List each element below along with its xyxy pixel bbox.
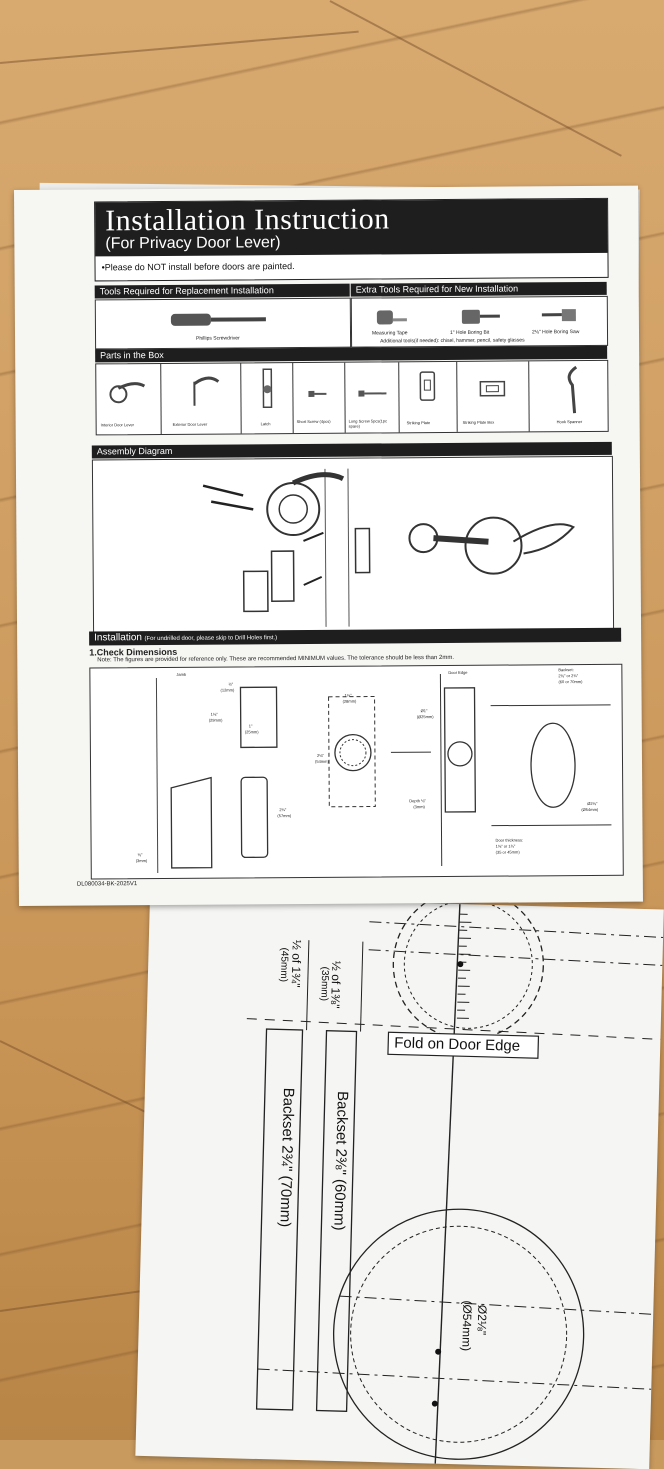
half-1-3-8-label: ½ of 1⅜" [328,961,343,1009]
half-1-3-4-mm-label: (45mm) [278,947,290,982]
part-label: Striking Plate [407,420,431,425]
dim-label: (Ø54mm) [581,807,598,812]
interior-lever-icon [106,376,146,406]
backset-70mm-label: Backset 2¾" (70mm) [276,1087,297,1227]
long-screw-icon [358,388,388,398]
door-thickness-value: 1⅜" or 1¾" [496,844,516,849]
dim-label: Ø2⅛" [587,801,597,806]
dimensions-drawing [90,665,622,879]
dim-label: 1⅛" [345,693,352,698]
dim-label: 1" [249,723,253,728]
tools-replacement-title: Tools Required for Replacement Installat… [95,284,350,299]
dim-label: Ø1" [421,708,428,713]
short-screw-icon [308,389,328,399]
check-dimensions-step: 1.Check Dimensions [89,647,177,658]
measuring-tape-label: Measuring Tape [372,330,408,336]
door-thickness-label: Door thickness: [496,837,524,842]
dim-label: (12mm) [220,687,234,692]
part-label: Long Screw 5pcs(1pc spare) [349,418,399,428]
additional-tools-label: Additional tools(if needed): chisel, ham… [380,337,525,344]
template-diameter-label: Ø2⅛" [475,1305,490,1336]
part-label: Short Screw (4pcs) [297,419,343,424]
part-label: Exterior Door Lever [173,422,208,427]
template-drawing [135,896,663,1469]
installation-title-note: (For undrilled door, please skip to Dril… [144,635,277,642]
half-1-3-4-label: ½ of 1¾" [289,940,304,988]
half-1-3-8-mm-label: (35mm) [318,966,330,1001]
boring-bit-label: 1" Hole Boring Bit [450,330,489,336]
dim-label: ⅛" [138,852,143,857]
backset-value: 2⅜" or 2¾" [558,673,578,678]
dim-label: (3mm) [413,804,425,809]
striking-plate-box-icon [478,380,508,400]
part-label: Hook Spanner [557,419,583,424]
boring-saw-label: 2⅛" Hole Boring Saw [532,329,579,335]
page-title: Installation Instruction [105,202,390,238]
hook-spanner-icon [564,365,584,415]
striking-plate-icon [418,372,438,402]
dim-label: ½" [228,681,233,686]
screwdriver-label: Phillips Screwdriver [196,335,240,341]
dim-label: (Ø25mm) [417,714,434,719]
template-diameter-mm-label: (Ø54mm) [459,1300,474,1351]
dim-label: (57mm) [277,813,291,818]
dim-label: (54mm) [315,759,329,764]
manual-header: Installation Instruction (For Privacy Do… [94,198,609,282]
instruction-manual-page: Installation Instruction (For Privacy Do… [14,186,643,906]
tools-new-box: Measuring Tape 1" Hole Boring Bit 2⅛" Ho… [351,296,608,348]
dim-label: 2¼" [279,807,286,812]
document-code: DL080034-BK-2025V1 [77,881,137,887]
boring-bit-icon [462,306,502,326]
boring-saw-icon [542,305,582,325]
jamb-label: Jamb [176,672,186,677]
part-label: Latch [261,421,271,426]
dimensions-diagram-box: Jamb Door Edge Backset: 2⅜" or 2¾" (60 o… [89,664,623,880]
part-label: Striking Plate Box [463,420,495,425]
assembly-diagram-box [92,456,614,634]
measuring-tape-icon [377,310,407,326]
dim-label: (3mm) [136,858,148,863]
door-thickness-mm-value: (35 or 45mm) [496,849,520,854]
drilling-template-sheet: Fold on Door Edge ½ of 1⅜" (35mm) ½ of 1… [135,896,663,1469]
latch-icon [258,369,278,409]
dim-label: Depth ⅛" [409,798,426,803]
installation-title-bar: Installation (For undrilled door, please… [89,628,621,646]
dimensions-note: Note: The figures are provided for refer… [97,655,454,663]
fold-on-door-edge-label: Fold on Door Edge [394,1034,520,1054]
door-edge-label: Door Edge [448,670,467,675]
dim-label: (25mm) [245,729,259,734]
paint-warning-note: •Please do NOT install before doors are … [102,261,295,272]
dim-label: (29mm) [209,718,223,723]
dim-label: 1⅛" [211,712,218,717]
backset-label: Backset: [558,667,573,672]
backset-mm-value: (60 or 70mm) [558,679,582,684]
exterior-lever-icon [180,374,220,408]
assembly-drawing [93,457,613,633]
tools-replacement-box: Phillips Screwdriver [95,298,351,350]
backset-60mm-label: Backset 2⅜" (60mm) [330,1091,351,1231]
tools-new-title: Extra Tools Required for New Installatio… [351,282,607,297]
dim-label: (28mm) [343,699,357,704]
installation-title: Installation [94,632,142,643]
screwdriver-icon [171,309,271,330]
part-label: Interior Door Lever [101,422,134,427]
dim-label: 2⅛" [317,753,324,758]
parts-box: Interior Door Lever Exterior Door Lever … [95,360,608,436]
page-subtitle: (For Privacy Door Lever) [105,234,280,253]
